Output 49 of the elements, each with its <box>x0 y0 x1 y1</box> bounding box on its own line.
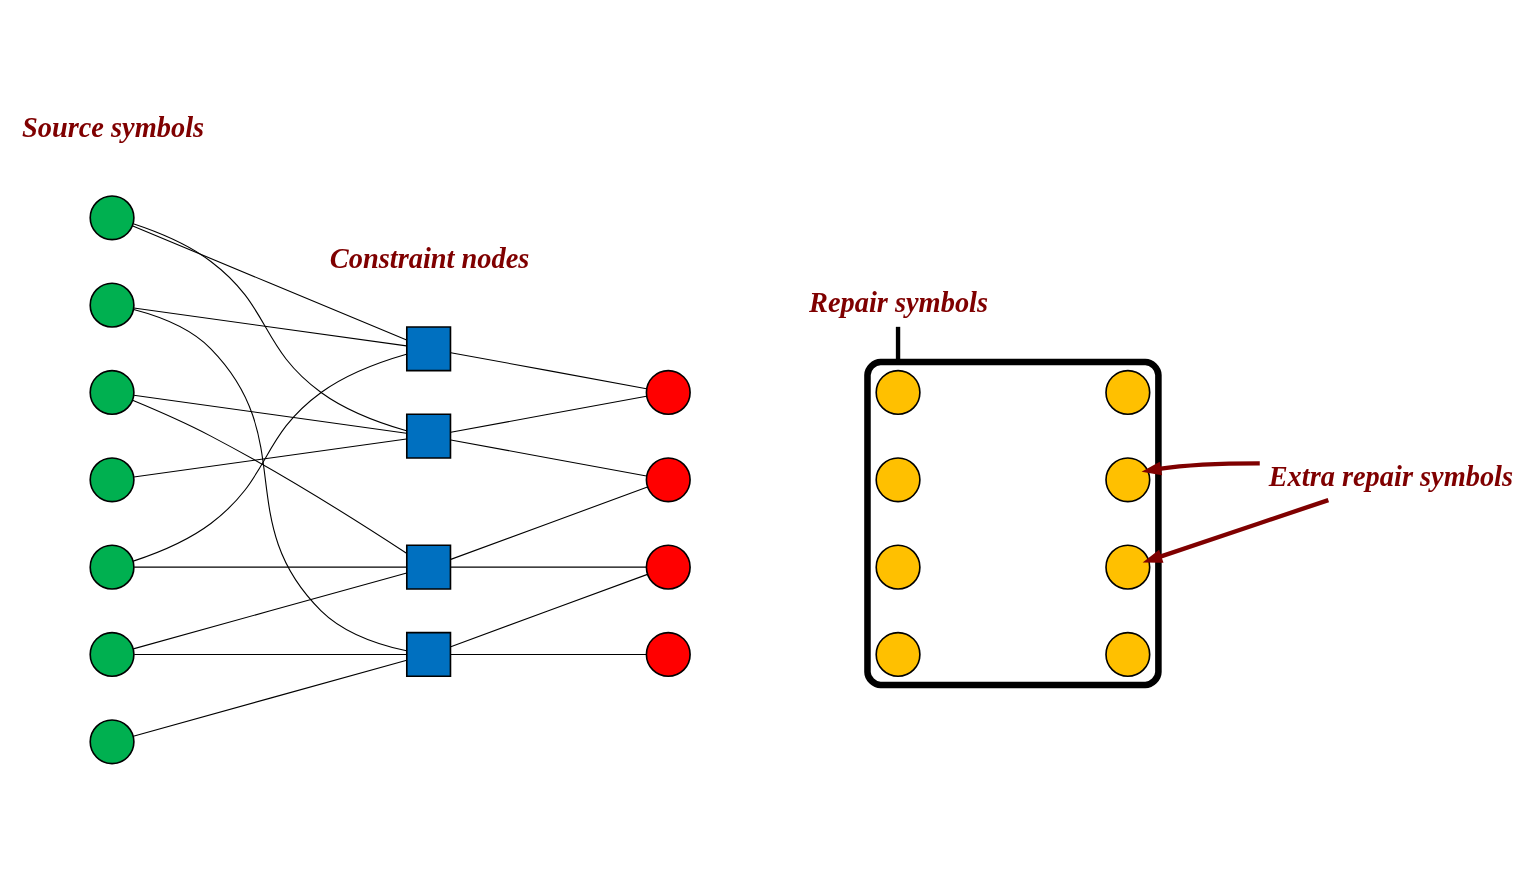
connector <box>132 572 408 650</box>
connector <box>133 394 407 434</box>
node-circle <box>875 457 921 503</box>
connector <box>132 225 408 341</box>
label: Source symbols <box>21 112 205 144</box>
node-text: Repair symbols <box>809 287 989 319</box>
arrow <box>1141 461 1260 476</box>
connector <box>450 573 649 648</box>
connector <box>132 659 408 737</box>
connector <box>132 353 407 562</box>
node-circle <box>875 369 921 416</box>
node-circle <box>1105 631 1151 678</box>
connector <box>132 399 408 554</box>
node-box <box>406 326 452 372</box>
node-circle <box>1105 544 1151 590</box>
node-circle <box>645 369 691 416</box>
connector <box>450 486 649 560</box>
label: Constraint nodes <box>329 243 530 275</box>
node-circle <box>1105 457 1151 503</box>
node-circle <box>89 457 135 503</box>
node-box <box>406 631 452 678</box>
node-circle <box>89 369 135 416</box>
node-circle <box>89 282 135 328</box>
connector <box>132 223 407 432</box>
node-text: Extra repair symbols <box>1268 460 1514 492</box>
arrow <box>1142 498 1330 563</box>
connector <box>133 307 407 347</box>
node-circle <box>1105 369 1151 416</box>
node-box <box>406 544 452 590</box>
node-circle <box>645 457 691 503</box>
connector <box>450 653 647 655</box>
node-circle <box>645 631 691 678</box>
connector <box>450 439 647 477</box>
node-circle <box>89 719 135 765</box>
connector <box>133 653 408 655</box>
connector <box>133 309 408 652</box>
node-circle <box>875 544 921 590</box>
connector <box>133 566 408 568</box>
node-circle <box>89 631 135 678</box>
connector <box>133 438 407 478</box>
node-circle <box>89 195 135 241</box>
node-circle <box>89 544 135 590</box>
connector <box>450 395 647 433</box>
node-circle <box>645 544 691 590</box>
connector <box>895 326 901 362</box>
node-circle <box>875 631 921 678</box>
connector <box>450 352 647 390</box>
connector <box>450 566 647 568</box>
node-box <box>406 413 452 459</box>
